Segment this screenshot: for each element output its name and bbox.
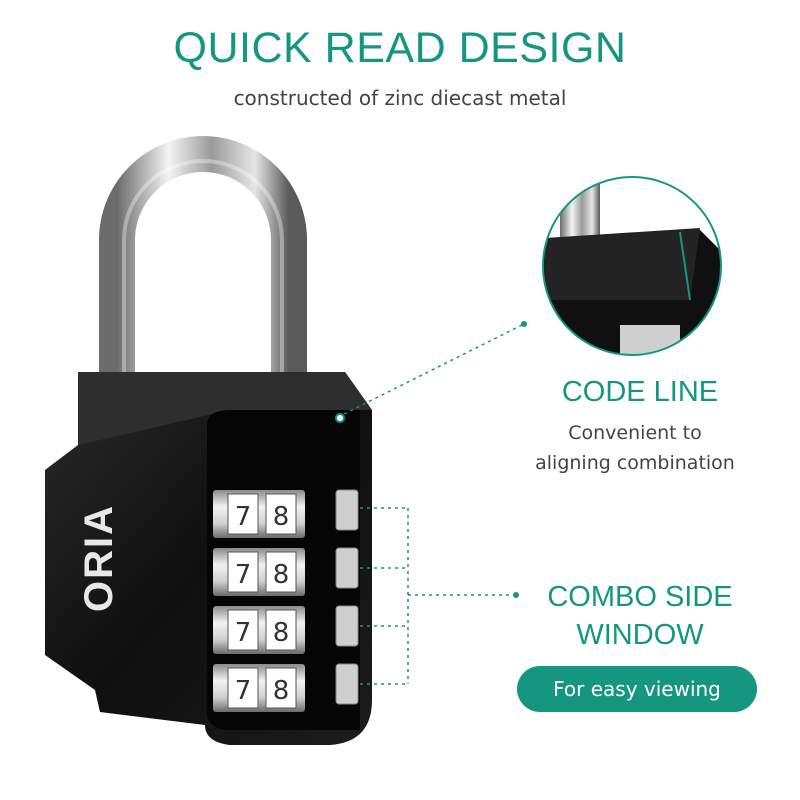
page-title: QUICK READ DESIGN [173, 24, 627, 72]
callout-dot [513, 592, 519, 598]
wheel-digit-left: 7 [235, 560, 252, 590]
combo-window-title: COMBO SIDE WINDOW [515, 578, 765, 654]
easy-viewing-badge: For easy viewing [517, 666, 757, 712]
brand-logo: ORIA [77, 504, 121, 612]
combo-title-line1: COMBO SIDE [547, 581, 733, 613]
callout-dot [521, 321, 527, 327]
combo-title-line2: WINDOW [576, 619, 704, 651]
wheel-digit-right: 8 [273, 560, 290, 590]
wheel-row: 7 8 [213, 547, 359, 596]
wheel-digit-left: 7 [235, 618, 252, 648]
wheel-digit-right: 8 [273, 676, 290, 706]
wheel-digit-right: 8 [273, 618, 290, 648]
code-line-title: CODE LINE [561, 376, 719, 408]
shackle [99, 136, 307, 400]
callout-leader-lines [343, 323, 525, 685]
combination-wheels: 7 8 7 8 7 8 [213, 489, 359, 712]
zoom-detail-circle [542, 176, 722, 356]
code-line-desc-line1: Convenient to [568, 422, 702, 444]
wheel-row: 7 8 [213, 605, 359, 654]
page-subtitle: constructed of zinc diecast metal [233, 86, 567, 110]
wheel-digit-right: 8 [273, 502, 290, 532]
wheel-row: 7 8 [213, 663, 359, 712]
wheel-digit-left: 7 [235, 502, 252, 532]
wheel-digit-left: 7 [235, 676, 252, 706]
code-line-desc-line2: aligning combination [535, 452, 735, 474]
code-line-description: Convenient to aligning combination [505, 418, 765, 478]
wheel-row: 7 8 [213, 489, 359, 538]
